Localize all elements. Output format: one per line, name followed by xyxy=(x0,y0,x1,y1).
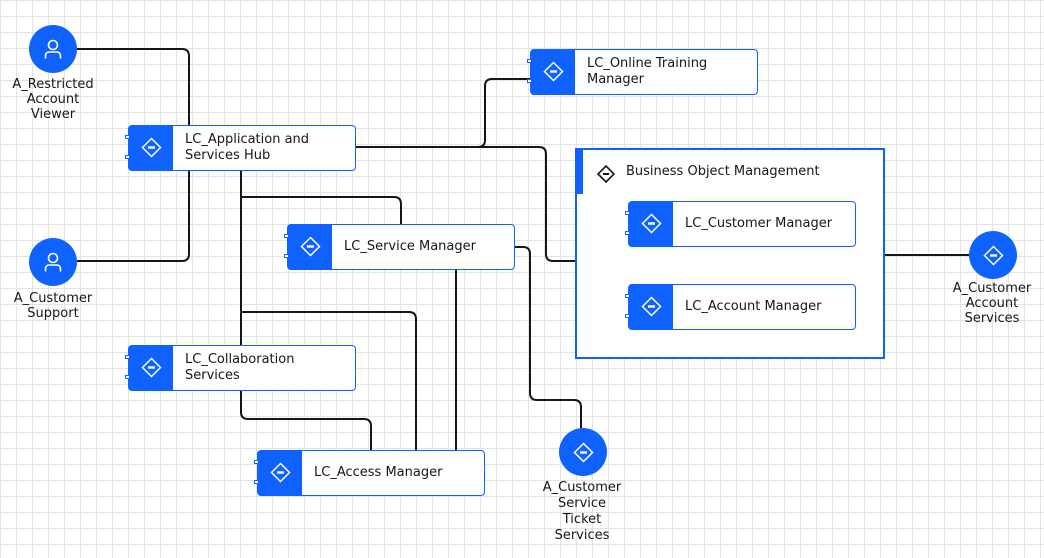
diamond-icon xyxy=(543,61,564,82)
diamond-icon xyxy=(982,244,1004,266)
component-account-manager[interactable]: LC_Account Manager xyxy=(625,284,856,330)
component-tab xyxy=(527,50,575,94)
diamond-icon xyxy=(597,165,615,183)
diamond-icon xyxy=(572,441,594,463)
component-tab xyxy=(625,202,673,246)
component-label: LC_Service Manager xyxy=(344,239,476,254)
component-tab xyxy=(625,285,673,329)
component-service-manager[interactable]: LC_Service Manager xyxy=(284,224,515,270)
component-tab xyxy=(284,225,332,269)
component-label: LC_Account Manager xyxy=(685,299,822,314)
user-icon xyxy=(44,39,62,59)
edge-service-manager-to-ticket-services xyxy=(514,246,582,429)
component-customer-manager[interactable]: LC_Customer Manager xyxy=(625,201,856,247)
edge-support-to-hub xyxy=(77,170,190,262)
component-label: LC_Collaboration Services xyxy=(185,352,295,383)
edge-hub-to-service-manager xyxy=(241,196,402,224)
component-access-manager[interactable]: LC_Access Manager xyxy=(254,450,485,496)
component-collaboration-services[interactable]: LC_Collaboration Services xyxy=(125,345,356,391)
actor-label: A_Restricted Account Viewer xyxy=(12,77,94,122)
component-app-services-hub[interactable]: LC_Application and Services Hub xyxy=(125,125,356,171)
edge-hub-to-online-training xyxy=(356,78,530,148)
actor-label: A_Customer Support xyxy=(13,291,93,321)
diamond-icon xyxy=(641,213,662,234)
diamond-icon xyxy=(141,137,162,158)
component-label: LC_Customer Manager xyxy=(685,216,833,231)
actor-customer-account-services[interactable] xyxy=(969,231,1017,279)
actor-customer-support[interactable] xyxy=(29,238,77,286)
actor-label: A_Customer Account Services xyxy=(952,281,1032,326)
component-tab xyxy=(254,451,302,495)
group-title: Business Object Management xyxy=(626,164,820,179)
edge-hub-to-access-manager xyxy=(241,311,417,451)
edge-hub-to-business-object xyxy=(356,146,576,262)
component-label: LC_Access Manager xyxy=(314,465,443,480)
edge-collaboration-to-access-manager xyxy=(240,391,372,451)
diamond-icon xyxy=(141,357,162,378)
edge-restricted-viewer-to-hub xyxy=(77,48,190,126)
diamond-icon xyxy=(270,462,291,483)
diamond-icon xyxy=(300,236,321,257)
component-label: LC_Application and Services Hub xyxy=(185,132,310,163)
component-tab xyxy=(125,346,173,390)
component-label: LC_Online Training Manager xyxy=(587,56,708,87)
actor-label: A_Customer Service Ticket Services xyxy=(542,480,622,543)
component-online-training-manager[interactable]: LC_Online Training Manager xyxy=(527,49,758,95)
user-icon xyxy=(44,252,62,272)
diamond-icon xyxy=(641,296,662,317)
actor-customer-service-ticket-services[interactable] xyxy=(559,428,607,476)
actor-restricted-account-viewer[interactable] xyxy=(29,25,77,73)
component-tab xyxy=(125,126,173,170)
group-accent-bar xyxy=(577,150,583,194)
